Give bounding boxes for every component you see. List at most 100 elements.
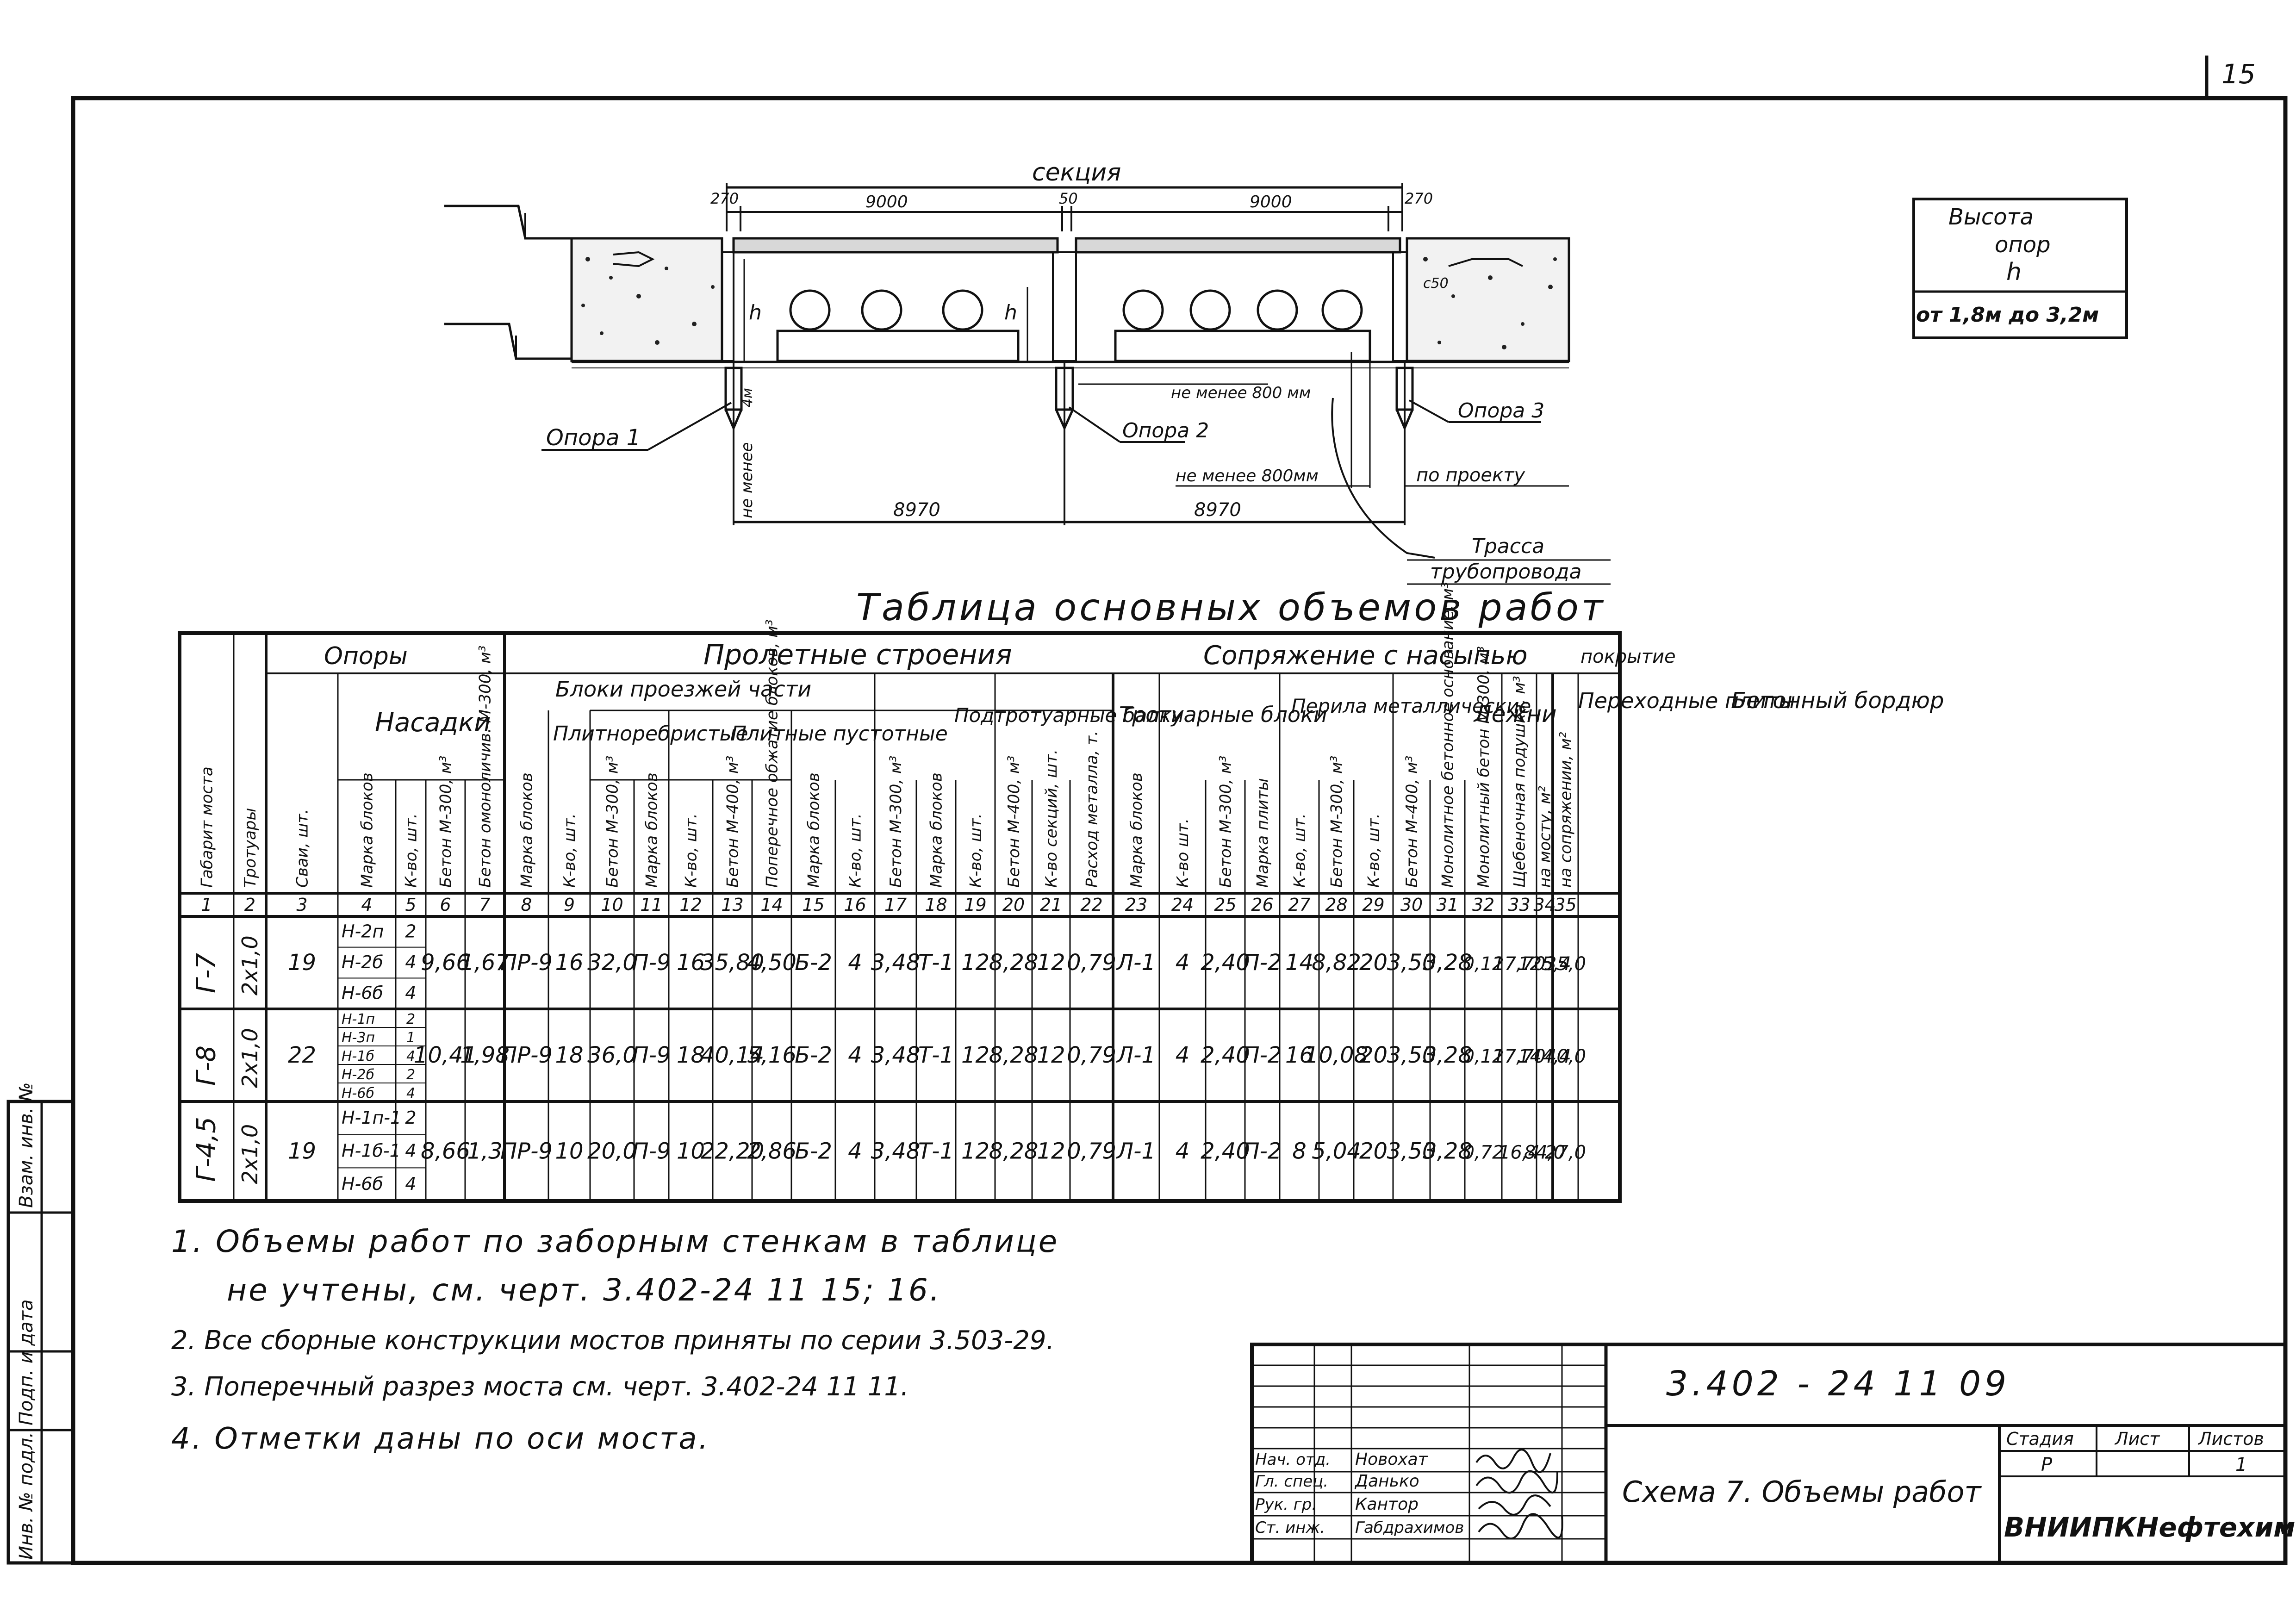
row-gauge: Г-7 — [192, 953, 222, 993]
row-cell-14: 5,16 — [747, 1042, 796, 1068]
row-cell-13: 40,14 — [701, 1042, 764, 1068]
row-cell-24: 4 — [1176, 950, 1190, 976]
col-number-34: 34 — [1533, 895, 1556, 915]
row-cell-30: 3,50 — [1387, 1042, 1437, 1068]
row-cell-9: 16 — [555, 950, 583, 976]
col-number-20: 20 — [1002, 895, 1025, 915]
subgroup-deck-blocks: Блоки проезжей части — [555, 677, 811, 702]
row-cell-33: 17,70 — [1493, 1046, 1546, 1067]
row-piles: 19 — [288, 1139, 316, 1164]
row-cap-count: 2 — [406, 1067, 415, 1083]
col-header-9: К-во, шт. — [560, 813, 579, 888]
col-header-20: Бетон М-400, м³ — [1005, 756, 1023, 888]
note-3: 3. Поперечный разрез моста см. черт. 3.4… — [171, 1372, 909, 1402]
stamp-name-1: Новохат — [1355, 1450, 1428, 1469]
row-cell-26: П-2 — [1243, 950, 1282, 976]
col-header-17: Бетон М-300, м³ — [887, 756, 905, 888]
col-number-3: 3 — [296, 895, 307, 915]
side-stamp-inv: Инв. № подл. — [16, 1432, 37, 1560]
row-cap-mark: Н-1б-1 — [342, 1141, 401, 1161]
row-cap-mark: Н-1п-1 — [342, 1108, 401, 1128]
row-piles: 19 — [288, 950, 316, 976]
row-cell-34: 125,4 — [1518, 953, 1571, 975]
col-header-2: Тротуары — [241, 808, 260, 888]
row-cell-6: 10,41 — [414, 1042, 477, 1068]
row-cap-mark: Н-1б — [342, 1048, 374, 1064]
height-line3: h — [2006, 258, 2022, 286]
label-pipeline-2: трубопровода — [1430, 560, 1582, 584]
subgroup-ribbed: Плитноребристые — [553, 722, 748, 746]
label-min800: не менее 800 мм — [1171, 384, 1311, 402]
row-cell-35: 27,0 — [1545, 1142, 1586, 1164]
row-cell-9: 18 — [555, 1042, 583, 1068]
col-header-16: К-во, шт. — [846, 813, 865, 888]
row-cell-28: 8,82 — [1312, 950, 1361, 976]
col-number-12: 12 — [679, 895, 702, 915]
table-title: Таблица основных объемов работ — [856, 586, 1605, 629]
row-cell-6: 9,66 — [421, 950, 470, 976]
row-cell-26: П-2 — [1243, 1139, 1282, 1164]
row-cell-28: 10,08 — [1305, 1042, 1368, 1068]
stamp-sheet-label: Лист — [2114, 1429, 2160, 1449]
row-cell-12: 10 — [677, 1139, 705, 1164]
col-number-33: 33 — [1508, 895, 1530, 915]
col-number-4: 4 — [361, 895, 372, 915]
row-cell-29: 20 — [1359, 950, 1388, 976]
row-cell-29: 20 — [1359, 1042, 1388, 1068]
stamp-name-3: Кантор — [1355, 1495, 1419, 1514]
row-cap-count: 2 — [406, 1011, 415, 1027]
side-stamp-sign: Подп. и дата — [16, 1300, 37, 1425]
stamp-stage-label: Стадия — [2006, 1429, 2074, 1449]
stamp-role-3: Рук. гр. — [1255, 1495, 1317, 1514]
row-cell-7: 1,67 — [460, 950, 510, 976]
row-cap-mark: Н-6б — [342, 1174, 383, 1194]
row-cell-17: 3,48 — [871, 950, 921, 976]
row-cell-30: 3,50 — [1387, 950, 1437, 976]
row-cap-count: 2 — [405, 921, 416, 941]
col-number-17: 17 — [884, 895, 907, 915]
row-cell-22: 0,79 — [1067, 1139, 1116, 1164]
row-cell-14: 2,86 — [747, 1139, 796, 1164]
row-cell-34: 144,4 — [1518, 1046, 1571, 1067]
row-cell-35: 40,0 — [1545, 1046, 1586, 1067]
label-pipeline-1: Трасса — [1472, 535, 1544, 558]
label-min800-b: не менее 800мм — [1176, 467, 1319, 485]
col-number-25: 25 — [1214, 895, 1236, 915]
row-cell-27: 14 — [1285, 950, 1313, 976]
group-spans: Пролетные строения — [703, 639, 1012, 671]
row-cell-16: 4 — [848, 950, 862, 976]
group-supports: Опоры — [324, 642, 408, 670]
row-cell-6: 8,66 — [421, 1139, 470, 1164]
row-gauge: Г-8 — [192, 1045, 222, 1086]
dim-end-right: 270 — [1405, 190, 1433, 207]
row-cap-mark: Н-6б — [342, 1085, 374, 1101]
row-cell-8: ПР-9 — [500, 1042, 553, 1068]
row-sidewalk: 2х1,0 — [237, 935, 262, 996]
col-header-34: на мосту, м² — [1536, 786, 1555, 888]
row-cell-19: 12 — [961, 950, 989, 976]
row-cell-11: П-9 — [632, 1042, 671, 1068]
col-header-25: Бетон М-300, м³ — [1217, 756, 1235, 888]
stamp-name-4: Габдрахимов — [1355, 1518, 1464, 1537]
label-support3: Опора 3 — [1458, 399, 1544, 423]
section-title: секция — [1032, 159, 1121, 187]
row-piles: 22 — [288, 1042, 316, 1068]
notes: 1. Объемы работ по заборным стенкам в та… — [171, 1224, 1057, 1456]
title-block: 3.402 - 24 11 09 Схема 7. Объемы работ В… — [1250, 1343, 2296, 1565]
col-number-35: 35 — [1554, 895, 1576, 915]
col-header-1: Габарит моста — [198, 766, 217, 888]
row-cell-21: 12 — [1037, 1042, 1065, 1068]
row-cell-33: 16,4 — [1499, 1142, 1540, 1164]
row-cell-27: 16 — [1285, 1042, 1313, 1068]
volumes-table: Опоры Пролетные строения Сопряжение с насы… — [178, 582, 1944, 1203]
subgroup-transition: Переходные плиты — [1578, 688, 1795, 713]
section-drawing: секция 270 9000 50 9000 270 с50 — [444, 159, 1611, 585]
row-cell-22: 0,79 — [1067, 1042, 1116, 1068]
row-cap-mark: Н-2б — [342, 952, 383, 972]
dim-lower-left: 8970 — [893, 499, 940, 521]
stamp-sheets: 1 — [2235, 1454, 2247, 1475]
col-number-26: 26 — [1251, 895, 1273, 915]
col-header-7: Бетон омоноличив. М-300, м³ — [476, 646, 495, 888]
group-junction: Сопряжение с насыпью — [1203, 641, 1528, 671]
